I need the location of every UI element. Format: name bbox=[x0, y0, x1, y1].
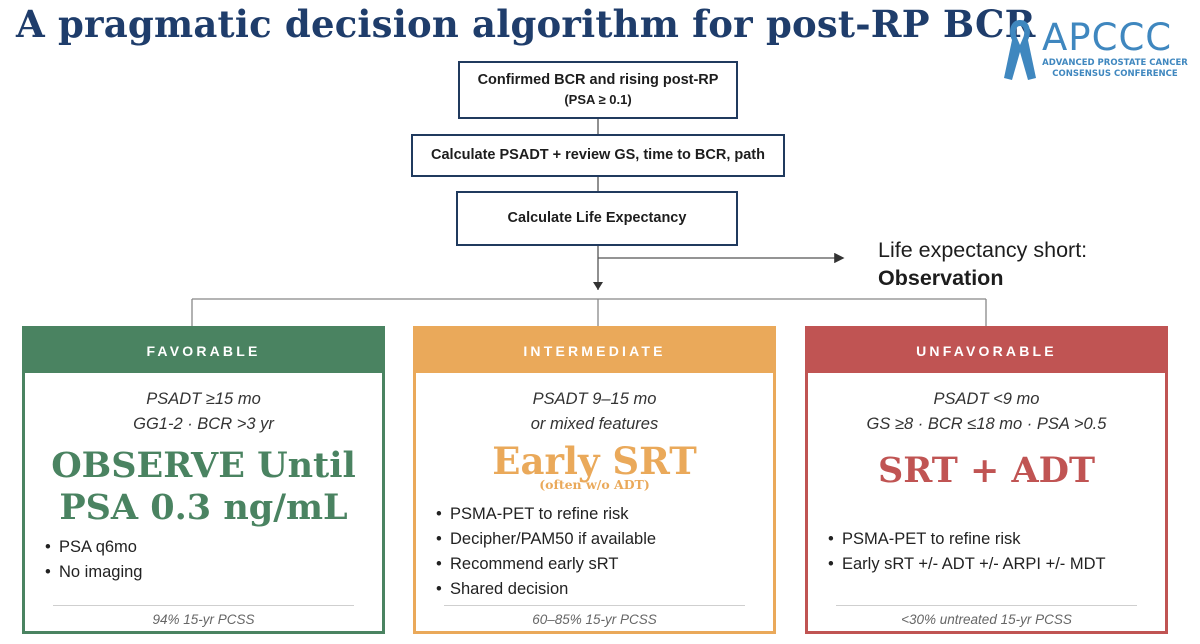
card-favorable-bullets: PSA q6mo No imaging bbox=[25, 535, 382, 585]
list-item: No imaging bbox=[45, 560, 382, 585]
card-favorable-headline-1: OBSERVE Until bbox=[51, 445, 356, 486]
card-favorable-criteria: PSADT ≥15 mo GG1-2 · BCR >3 yr bbox=[25, 373, 382, 437]
card-favorable-headline-2: PSA 0.3 ng/mL bbox=[59, 487, 348, 528]
card-unfavorable: UNFAVORABLE PSADT <9 mo GS ≥8 · BCR ≤18 … bbox=[805, 326, 1168, 634]
card-favorable-header: FAVORABLE bbox=[25, 329, 382, 373]
list-item: PSMA-PET to refine risk bbox=[436, 502, 773, 527]
card-intermediate-criteria: PSADT 9–15 mo or mixed features bbox=[416, 373, 773, 437]
flow-step-1-line2: (PSA ≥ 0.1) bbox=[564, 92, 632, 107]
branch-short-life-expectancy: Life expectancy short: Observation bbox=[878, 236, 1087, 292]
card-unfavorable-criteria: PSADT <9 mo GS ≥8 · BCR ≤18 mo · PSA >0.… bbox=[808, 373, 1165, 437]
flow-step-1-line1: Confirmed BCR and rising post-RP bbox=[477, 72, 719, 88]
list-item: PSMA-PET to refine risk bbox=[828, 527, 1165, 552]
card-favorable: FAVORABLE PSADT ≥15 mo GG1-2 · BCR >3 yr… bbox=[22, 326, 385, 634]
card-unfavorable-header: UNFAVORABLE bbox=[808, 329, 1165, 373]
apccc-logo: APCCC ADVANCED PROSTATE CANCER CONSENSUS… bbox=[1002, 18, 1192, 82]
card-unfavorable-criteria-2: GS ≥8 · BCR ≤18 mo · PSA >0.5 bbox=[866, 415, 1107, 433]
list-item: PSA q6mo bbox=[45, 535, 382, 560]
card-unfavorable-bullets: PSMA-PET to refine risk Early sRT +/- AD… bbox=[808, 527, 1165, 577]
logo-subtitle-line2: CONSENSUS CONFERENCE bbox=[1052, 69, 1178, 79]
card-intermediate-criteria-2: or mixed features bbox=[530, 415, 659, 433]
list-item: Shared decision bbox=[436, 577, 773, 602]
card-unfavorable-headline: SRT + ADT bbox=[877, 450, 1096, 491]
flow-step-calculate-psadt: Calculate PSADT + review GS, time to BCR… bbox=[411, 134, 785, 177]
card-intermediate-bullets: PSMA-PET to refine risk Decipher/PAM50 i… bbox=[416, 502, 773, 602]
card-unfavorable-criteria-1: PSADT <9 mo bbox=[933, 390, 1040, 408]
card-intermediate-headline: Early SRT bbox=[492, 439, 697, 483]
logo-subtitle-line1: ADVANCED PROSTATE CANCER bbox=[1042, 58, 1188, 68]
flow-step-confirmed-bcr: Confirmed BCR and rising post-RP (PSA ≥ … bbox=[458, 61, 738, 119]
list-item: Decipher/PAM50 if available bbox=[436, 527, 773, 552]
branch-label: Life expectancy short: bbox=[878, 238, 1088, 262]
logo-name: APCCC bbox=[1042, 16, 1173, 59]
card-favorable-criteria-2: GG1-2 · BCR >3 yr bbox=[133, 415, 274, 433]
card-unfavorable-footer: <30% untreated 15-yr PCSS bbox=[836, 605, 1137, 627]
card-favorable-criteria-1: PSADT ≥15 mo bbox=[146, 390, 261, 408]
card-intermediate-subline: (often w/o ADT) bbox=[539, 477, 650, 492]
branch-outcome: Observation bbox=[878, 266, 1004, 290]
card-intermediate-criteria-1: PSADT 9–15 mo bbox=[532, 390, 657, 408]
list-item: Recommend early sRT bbox=[436, 552, 773, 577]
card-intermediate: INTERMEDIATE PSADT 9–15 mo or mixed feat… bbox=[413, 326, 776, 634]
page-title: A pragmatic decision algorithm for post-… bbox=[16, 2, 1036, 46]
flow-step-life-expectancy: Calculate Life Expectancy bbox=[456, 191, 738, 246]
card-intermediate-header: INTERMEDIATE bbox=[416, 329, 773, 373]
card-favorable-footer: 94% 15-yr PCSS bbox=[53, 605, 354, 627]
card-intermediate-footer: 60–85% 15-yr PCSS bbox=[444, 605, 745, 627]
card-favorable-headline: OBSERVE Until PSA 0.3 ng/mL bbox=[25, 445, 382, 529]
arrow-down bbox=[593, 282, 603, 290]
list-item: Early sRT +/- ADT +/- ARPI +/- MDT bbox=[828, 552, 1165, 577]
logo-subtitle: ADVANCED PROSTATE CANCER CONSENSUS CONFE… bbox=[1038, 58, 1192, 80]
awareness-ribbon-icon bbox=[1004, 20, 1036, 80]
